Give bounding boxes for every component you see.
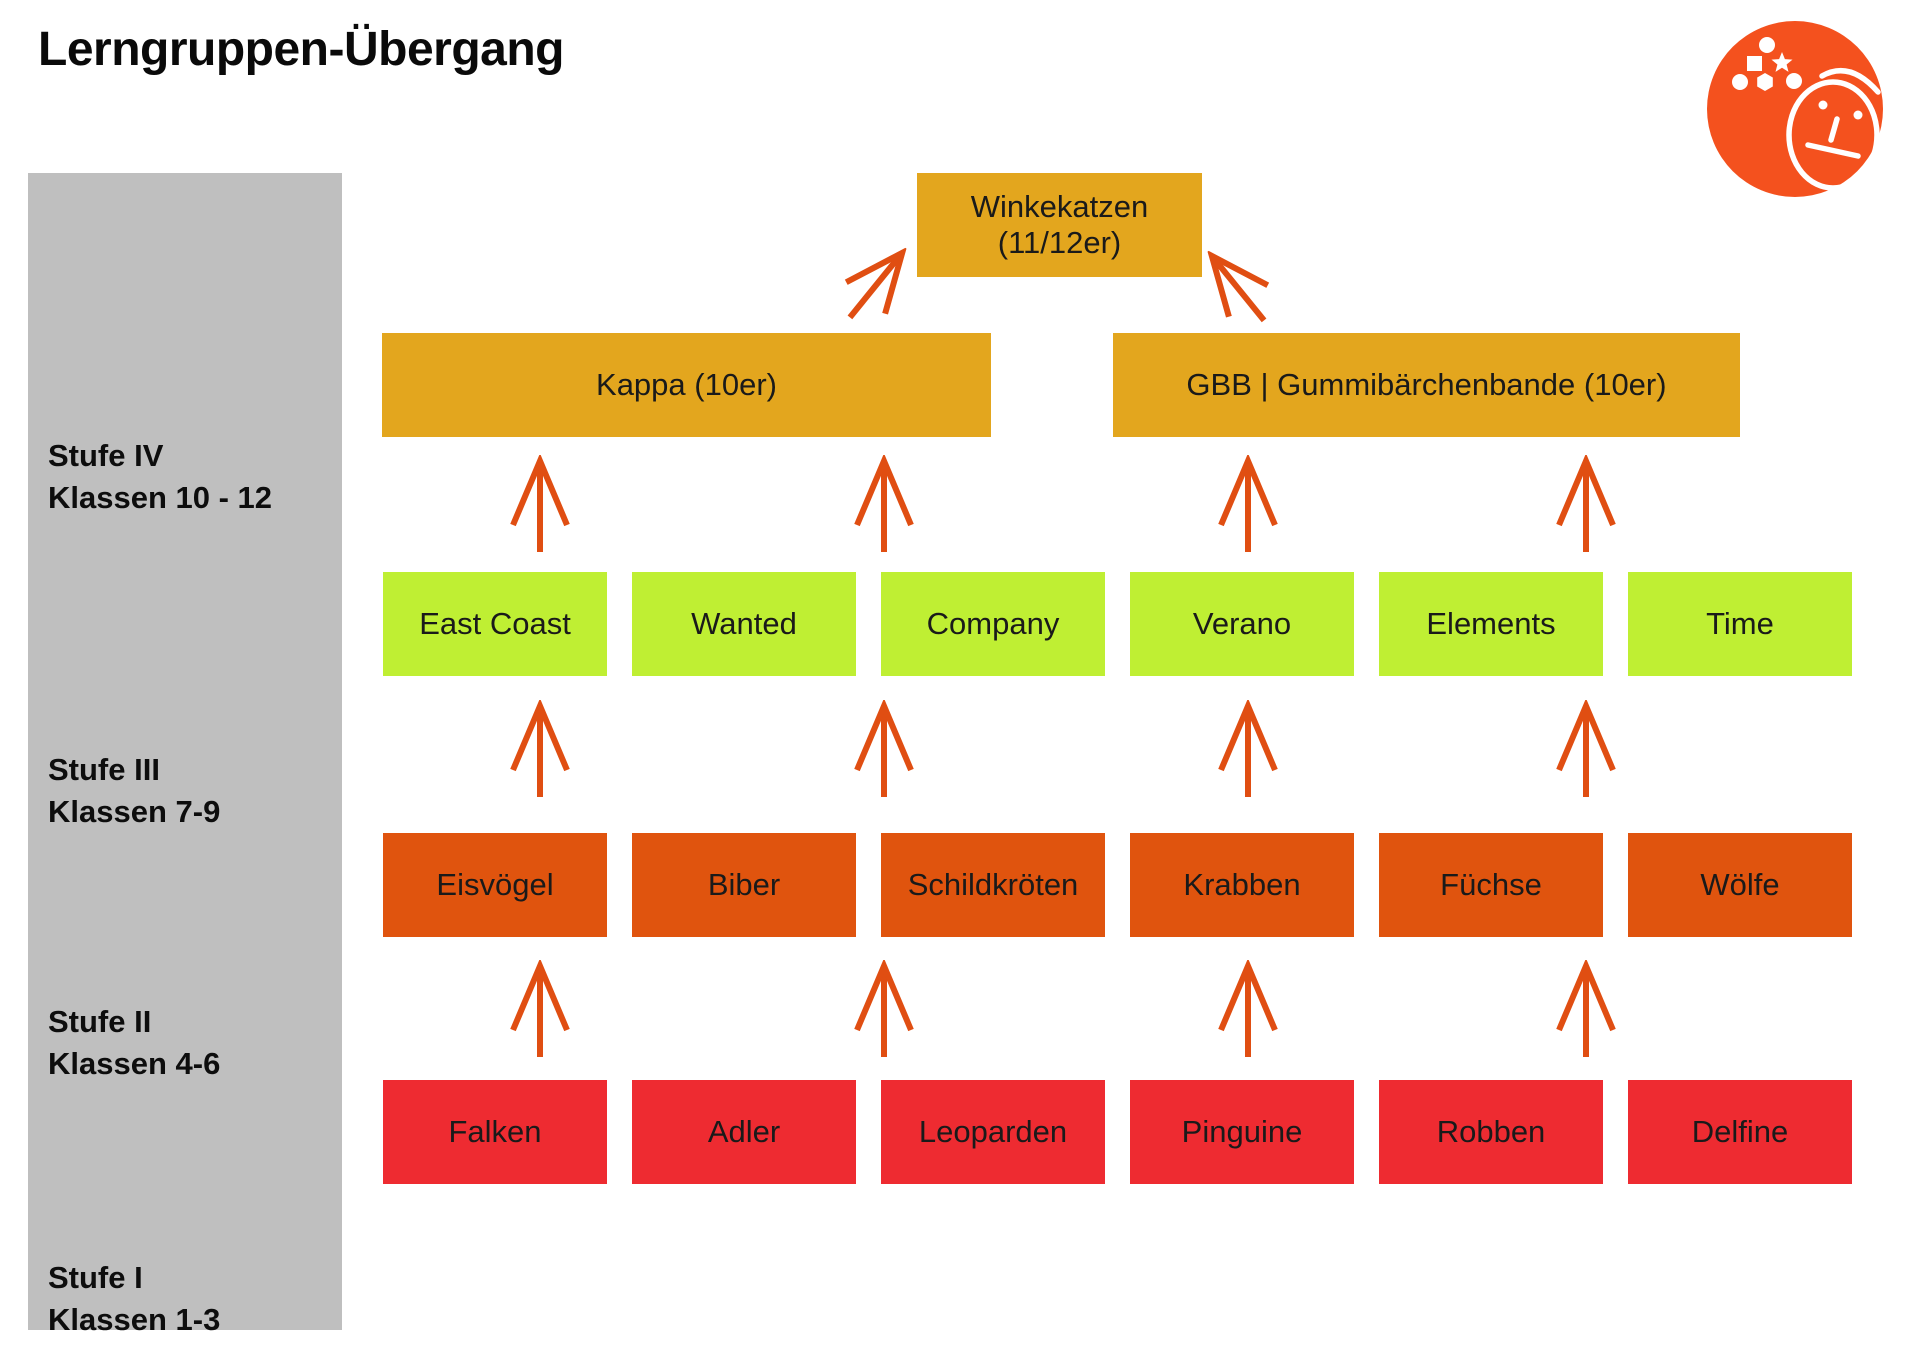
- stage-classes: Klassen 7-9: [48, 794, 221, 829]
- up-arrow-icon: [510, 960, 570, 1057]
- up-arrow-icon: [1556, 455, 1616, 552]
- group-box-robben: Robben: [1379, 1080, 1603, 1184]
- up-arrow-icon: [854, 455, 914, 552]
- up-arrow-icon: [1218, 960, 1278, 1057]
- diagonal-up-left-arrow-icon: [1207, 250, 1270, 323]
- up-arrow-icon: [510, 700, 570, 797]
- group-box-leoparden: Leoparden: [881, 1080, 1105, 1184]
- group-box-company: Company: [881, 572, 1105, 676]
- up-arrow-icon: [1556, 960, 1616, 1057]
- group-box-schildkroeten: Schildkröten: [881, 833, 1105, 937]
- stage-label-stufe-i: Stufe I Klassen 1-3: [48, 1257, 328, 1341]
- group-box-wanted: Wanted: [632, 572, 856, 676]
- stage-label-stufe-ii: Stufe II Klassen 4-6: [48, 1001, 328, 1085]
- up-arrow-icon: [1218, 700, 1278, 797]
- diagonal-up-right-arrow-icon: [844, 247, 907, 320]
- up-arrow-icon: [854, 700, 914, 797]
- group-box-adler: Adler: [632, 1080, 856, 1184]
- up-arrow-icon: [1556, 700, 1616, 797]
- stage-name: Stufe III: [48, 752, 160, 787]
- group-box-time: Time: [1628, 572, 1852, 676]
- group-box-biber: Biber: [632, 833, 856, 937]
- stage-label-stufe-iv: Stufe IV Klassen 10 - 12: [48, 435, 328, 519]
- stage-label-stufe-iii: Stufe III Klassen 7-9: [48, 749, 328, 833]
- group-box-falken: Falken: [383, 1080, 607, 1184]
- stage-classes: Klassen 1-3: [48, 1302, 221, 1337]
- stage-classes: Klassen 4-6: [48, 1046, 221, 1081]
- group-box-gbb: GBB | Gummibärchenbande (10er): [1113, 333, 1740, 437]
- group-box-woelfe: Wölfe: [1628, 833, 1852, 937]
- group-box-fuechse: Füchse: [1379, 833, 1603, 937]
- group-box-eisvoegel: Eisvögel: [383, 833, 607, 937]
- group-box-kappa: Kappa (10er): [382, 333, 991, 437]
- stage-sidebar: Stufe IV Klassen 10 - 12 Stufe III Klass…: [28, 173, 342, 1337]
- up-arrow-icon: [510, 455, 570, 552]
- group-box-pinguine: Pinguine: [1130, 1080, 1354, 1184]
- group-box-elements: Elements: [1379, 572, 1603, 676]
- up-arrow-icon: [854, 960, 914, 1057]
- stage-name: Stufe II: [48, 1004, 152, 1039]
- group-box-krabben: Krabben: [1130, 833, 1354, 937]
- up-arrow-icon: [1218, 455, 1278, 552]
- stage-classes: Klassen 10 - 12: [48, 480, 273, 515]
- group-box-delfine: Delfine: [1628, 1080, 1852, 1184]
- page-title: Lerngruppen-Übergang: [38, 23, 565, 76]
- school-smiley-logo-icon: [1707, 21, 1883, 197]
- group-box-east-coast: East Coast: [383, 572, 607, 676]
- stage-name: Stufe I: [48, 1260, 143, 1295]
- group-box-verano: Verano: [1130, 572, 1354, 676]
- stage-name: Stufe IV: [48, 438, 164, 473]
- group-box-winkekatzen: Winkekatzen (11/12er): [917, 173, 1202, 277]
